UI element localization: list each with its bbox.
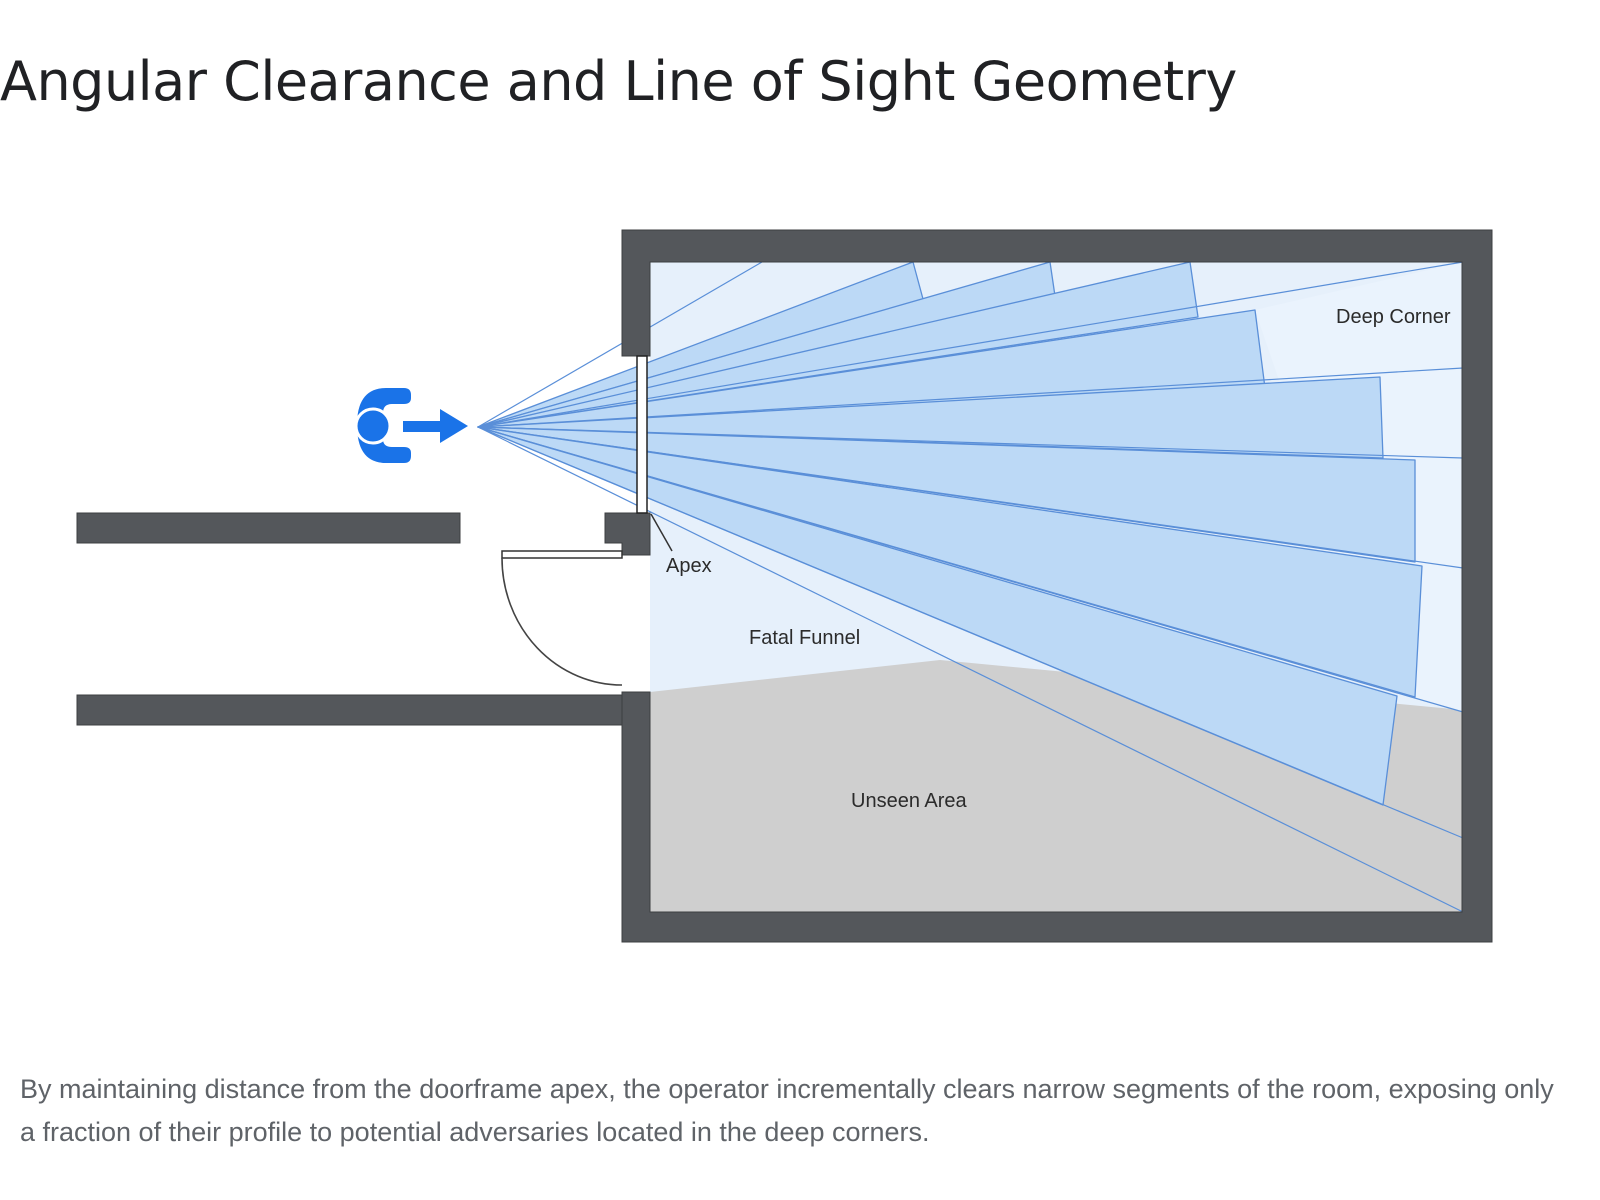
- operator-icon: [354, 388, 411, 463]
- hallway-wall-top: [76, 512, 461, 544]
- hallway-wall-bottom: [76, 694, 623, 726]
- caption: By maintaining distance from the doorfra…: [20, 1074, 1554, 1147]
- door-leaf: [501, 550, 623, 559]
- apex-leader: [650, 513, 673, 552]
- label-fatal-funnel: Fatal Funnel: [749, 627, 860, 649]
- room-wall: [621, 229, 1493, 943]
- arrow-right-icon: [403, 409, 468, 443]
- door-opening: [636, 355, 648, 514]
- page-title: Angular Clearance and Line of Sight Geom…: [0, 50, 1237, 113]
- doorframe-apex: [604, 512, 651, 556]
- label-apex: Apex: [666, 555, 712, 577]
- label-unseen-area: Unseen Area: [851, 790, 968, 812]
- sight-wedge-3: [477, 261, 1199, 428]
- label-deep-corner: Deep Corner: [1336, 306, 1451, 328]
- diagram: Apex Fatal Funnel Deep Corner Unseen Are…: [76, 229, 1493, 943]
- door-swing-arc: [501, 557, 623, 686]
